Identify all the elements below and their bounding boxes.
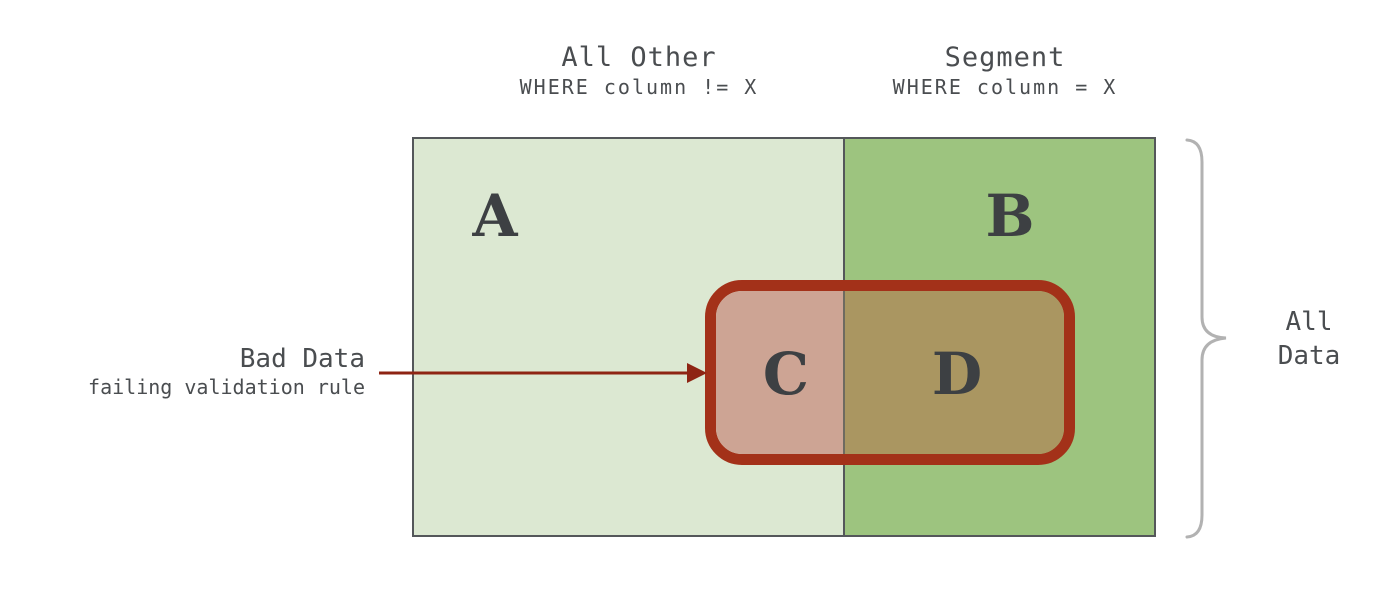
region-c-label: C: [762, 340, 810, 408]
all-data-label: All Data: [1253, 305, 1365, 373]
all-data-label-line2: Data: [1277, 341, 1341, 371]
region-d-label: D: [931, 340, 983, 408]
all-other-title: All Other: [561, 42, 717, 73]
bad-data-divider-line: [843, 291, 845, 454]
bad-data-title: Bad Data: [239, 344, 365, 374]
segment-header: Segment WHERE column = X: [845, 42, 1165, 101]
segment-where-clause: WHERE column = X: [892, 75, 1118, 99]
all-other-where-clause: WHERE column != X: [519, 75, 759, 99]
bad-data-overlay: [705, 280, 1075, 465]
region-b-label: B: [985, 182, 1035, 250]
bad-data-all-other-region: [716, 291, 843, 454]
bad-data-subtitle: failing validation rule: [88, 375, 365, 399]
bad-data-annotation: Bad Data failing validation rule: [88, 344, 365, 401]
segment-title: Segment: [944, 42, 1066, 73]
all-other-header: All Other WHERE column != X: [479, 42, 799, 101]
all-data-label-line1: All: [1285, 307, 1333, 337]
region-a-label: A: [472, 182, 518, 250]
bad-data-segment-region: [845, 291, 1064, 454]
all-data-brace-icon: [1185, 138, 1227, 539]
